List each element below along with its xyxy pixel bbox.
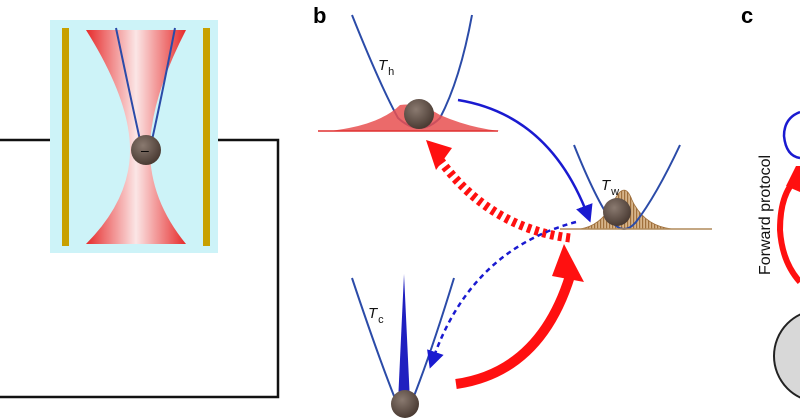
arrow-warm-to-hot (436, 157, 571, 243)
forward-protocol-label: Forward protocol (757, 155, 774, 275)
particle-charge: – (141, 142, 149, 158)
trap-cell: – (50, 20, 218, 253)
trapped-particle (131, 135, 161, 165)
transition-arrows (426, 98, 593, 389)
hot-temperature-label: Th (378, 57, 394, 78)
cold-state: Tc (351, 274, 455, 418)
protocol-red-arc (776, 173, 800, 285)
hot-state: Th (318, 14, 500, 132)
left-electrode (62, 28, 69, 246)
protocol-red-arrowhead (786, 166, 800, 192)
protocol-gray-circle (773, 313, 800, 399)
warm-temperature-label: Tw (601, 177, 619, 198)
protocol-loop-fragment (773, 110, 800, 399)
hot-particle (404, 99, 434, 129)
arrow-warm-to-cold (427, 220, 577, 369)
cold-distribution (398, 274, 410, 402)
panel-b-letter: b (313, 3, 326, 28)
arrow-cold-to-warm (455, 274, 575, 389)
panel-c-letter: c (741, 3, 753, 28)
warm-state: Tw (560, 144, 712, 230)
optical-beam (86, 30, 186, 244)
cold-temperature-label: Tc (368, 305, 384, 326)
protocol-blue-arc (782, 110, 800, 160)
cold-particle (391, 390, 419, 418)
right-electrode (203, 28, 210, 246)
arrow-cold-to-warm-head (552, 244, 584, 282)
arrow-hot-to-warm (457, 98, 593, 223)
arrow-warm-to-hot-head (426, 140, 452, 170)
warm-particle (603, 198, 631, 226)
